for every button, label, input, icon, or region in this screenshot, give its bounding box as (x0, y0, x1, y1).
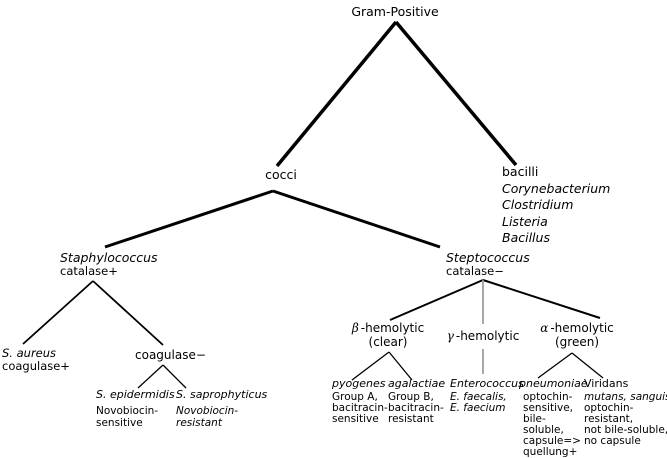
beta-symbol: β (351, 321, 359, 335)
viridans-name: Viridans (584, 377, 629, 390)
pyogenes-traits: Group A, bacitracin- sensitive (332, 391, 388, 425)
steptococcus-name: Steptococcus (446, 250, 530, 265)
node-gamma-hemolytic: γ-hemolytic (446, 329, 520, 344)
edge-cocci-steptococcus (272, 189, 441, 249)
node-enterococcus: Enterococcus E. faecalis, E. faecium (450, 377, 524, 414)
pneumoniae-name: pneumoniae (519, 377, 588, 390)
edge-grampositive-cocci (275, 20, 398, 168)
s-saprophyticus-traits: Novobiocin- resistant (176, 405, 239, 429)
node-bacilli: bacilli Corynebacterium Clostridium List… (502, 164, 610, 247)
enterococcus-species: E. faecalis, E. faecium (450, 391, 507, 414)
beta-qualifier: (clear) (368, 334, 408, 349)
staphylococcus-test: catalase+ (60, 264, 118, 278)
node-cocci: cocci (265, 167, 297, 182)
staphylococcus-name: Staphylococcus (60, 250, 158, 265)
s-aureus-name: S. aureus (2, 346, 57, 360)
bacilli-label: bacilli (502, 164, 539, 179)
node-staphylococcus: Staphylococcus catalase+ (60, 251, 158, 278)
edge-staph-aureus (22, 280, 94, 345)
viridans-species: mutans, sanguis (584, 391, 667, 403)
s-epidermidis-name: S. epidermidis (96, 388, 175, 401)
node-s-saprophyticus: S. saprophyticus Novobiocin- resistant (176, 388, 267, 429)
node-pyogenes: pyogenes Group A, bacitracin- sensitive (332, 377, 388, 425)
viridans-traits: mutans, sanguis optochin- resistant, not… (584, 392, 667, 447)
node-s-aureus: S. aureus coagulase+ (2, 347, 70, 373)
pyogenes-name: pyogenes (332, 377, 386, 390)
bacilli-genus: Corynebacterium (502, 180, 611, 196)
edge-coagneg-epidermidis (137, 364, 164, 389)
node-steptococcus: Steptococcus catalase− (446, 251, 530, 278)
edge-coagneg-saprophyticus (162, 364, 187, 389)
enterococcus-name: Enterococcus (450, 377, 524, 390)
pneumoniae-traits: optochin- sensitive, bile- soluble, caps… (523, 391, 581, 458)
edge-staph-coagneg (92, 280, 164, 346)
node-agalactiae: agalactiae Group B, bacitracin- resistan… (388, 377, 445, 425)
node-alpha-hemolytic: α-hemolytic (green) (540, 321, 614, 349)
node-viridans: Viridans mutans, sanguis optochin- resis… (584, 377, 667, 447)
bacilli-genus: Clostridium (502, 197, 574, 212)
alpha-symbol: α (540, 321, 549, 335)
gamma-symbol: γ (446, 329, 454, 343)
edge-beta-agalactiae (388, 351, 413, 381)
node-coagulase-negative: coagulase− (135, 348, 206, 362)
edge-stepto-alpha (482, 279, 601, 319)
alpha-qualifier: (green) (554, 334, 600, 349)
edge-stepto-beta (389, 279, 484, 321)
s-aureus-test: coagulase+ (2, 359, 70, 373)
edge-grampositive-bacilli (394, 20, 518, 167)
s-saprophyticus-name: S. saprophyticus (176, 388, 268, 401)
alpha-suffix: -hemolytic (550, 321, 614, 335)
agalactiae-traits: Group B, bacitracin- resistant (388, 391, 444, 425)
agalactiae-name: agalactiae (388, 377, 446, 390)
s-epidermidis-traits: Novobiocin- sensitive (96, 405, 159, 429)
edge-alpha-pneumoniae (537, 352, 573, 379)
node-beta-hemolytic: β-hemolytic (clear) (351, 321, 425, 349)
steptococcus-test: catalase− (446, 264, 504, 278)
edge-cocci-staphylococcus (104, 189, 274, 249)
node-s-epidermidis: S. epidermidis Novobiocin- sensitive (96, 388, 175, 429)
bacilli-genus: Listeria (502, 213, 548, 229)
bacilli-genus: Bacillus (502, 230, 550, 245)
node-pneumoniae: pneumoniae optochin- sensitive, bile- so… (519, 377, 588, 458)
gamma-suffix: -hemolytic (455, 329, 520, 343)
beta-suffix: -hemolytic (360, 321, 425, 335)
edge-alpha-viridans (571, 352, 604, 379)
edge-beta-pyogenes (351, 351, 390, 381)
node-gram-positive: Gram-Positive (351, 4, 439, 19)
